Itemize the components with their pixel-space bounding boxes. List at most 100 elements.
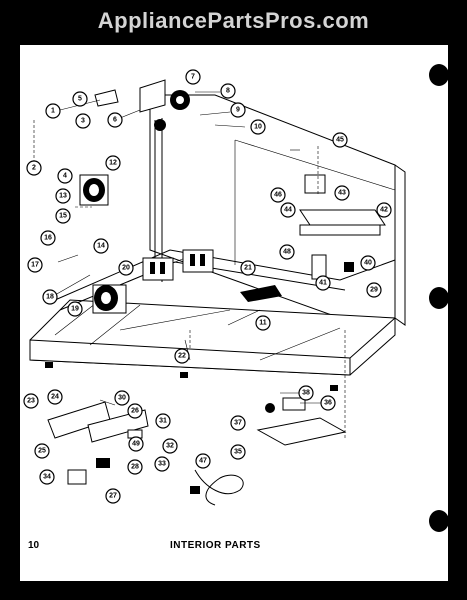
svg-text:23: 23: [27, 398, 35, 405]
relay-block: [142, 249, 214, 281]
svg-text:24: 24: [51, 394, 59, 401]
svg-text:19: 19: [71, 306, 79, 313]
callout-2: 2: [26, 160, 42, 176]
svg-text:18: 18: [46, 294, 54, 301]
svg-text:46: 46: [274, 192, 282, 199]
svg-text:11: 11: [259, 320, 267, 327]
svg-text:8: 8: [226, 88, 230, 95]
svg-text:14: 14: [97, 243, 105, 250]
callout-47: 47: [195, 453, 211, 469]
svg-text:29: 29: [370, 287, 378, 294]
binder-hole-top: [429, 64, 449, 86]
page-caption: INTERIOR PARTS: [170, 540, 261, 551]
callout-32: 32: [162, 438, 178, 454]
callout-12: 12: [105, 155, 121, 171]
svg-text:1: 1: [51, 108, 55, 115]
callout-36: 36: [320, 395, 336, 411]
callout-1: 1: [45, 103, 61, 119]
callout-6: 6: [107, 112, 123, 128]
callout-20: 20: [118, 260, 134, 276]
motor-assembly-upper: [79, 174, 109, 206]
svg-text:16: 16: [44, 235, 52, 242]
svg-text:35: 35: [234, 449, 242, 456]
callout-7: 7: [185, 69, 201, 85]
power-cord: [190, 469, 244, 506]
callout-26: 26: [127, 403, 143, 419]
callout-35: 35: [230, 444, 246, 460]
callout-29: 29: [366, 282, 382, 298]
svg-text:7: 7: [191, 74, 195, 81]
watermark: AppliancePartsPros.com: [97, 8, 370, 33]
svg-text:12: 12: [109, 160, 117, 167]
callout-33: 33: [154, 456, 170, 472]
callout-24: 24: [47, 389, 63, 405]
motor-assembly-lower: [92, 284, 127, 314]
svg-text:44: 44: [284, 207, 292, 214]
svg-text:40: 40: [364, 260, 372, 267]
callout-23: 23: [23, 393, 39, 409]
svg-text:49: 49: [132, 441, 140, 448]
callout-11: 11: [255, 315, 271, 331]
callout-44: 44: [280, 202, 296, 218]
callout-8: 8: [220, 83, 236, 99]
callout-21: 21: [240, 260, 256, 276]
svg-text:4: 4: [63, 173, 67, 180]
svg-text:32: 32: [166, 443, 174, 450]
svg-text:37: 37: [234, 420, 242, 427]
callout-28: 28: [127, 459, 143, 475]
svg-text:43: 43: [338, 190, 346, 197]
svg-text:28: 28: [131, 464, 139, 471]
svg-text:27: 27: [109, 493, 117, 500]
callout-13: 13: [55, 188, 71, 204]
callout-27: 27: [105, 488, 121, 504]
svg-text:48: 48: [283, 249, 291, 256]
callout-30: 30: [114, 390, 130, 406]
callout-3: 3: [75, 113, 91, 129]
callout-42: 42: [376, 202, 392, 218]
callout-22: 22: [174, 348, 190, 364]
svg-text:36: 36: [324, 400, 332, 407]
callout-17: 17: [27, 257, 43, 273]
svg-text:25: 25: [38, 448, 46, 455]
svg-text:2: 2: [32, 165, 36, 172]
callout-19: 19: [67, 301, 83, 317]
page-number: 10: [28, 540, 40, 551]
heater-grille: [240, 285, 282, 302]
svg-text:10: 10: [254, 124, 262, 131]
svg-text:26: 26: [131, 408, 139, 415]
svg-text:47: 47: [199, 458, 207, 465]
callout-46: 46: [270, 187, 286, 203]
callout-9: 9: [230, 102, 246, 118]
callout-15: 15: [55, 208, 71, 224]
binder-hole-bottom: [429, 510, 449, 532]
callout-34: 34: [39, 469, 55, 485]
svg-text:42: 42: [380, 207, 388, 214]
svg-text:6: 6: [113, 117, 117, 124]
callout-48: 48: [279, 244, 295, 260]
callout-5: 5: [72, 91, 88, 107]
callout-49: 49: [128, 436, 144, 452]
svg-text:15: 15: [59, 213, 67, 220]
svg-text:5: 5: [78, 96, 82, 103]
svg-text:33: 33: [158, 461, 166, 468]
svg-text:20: 20: [122, 265, 130, 272]
svg-text:9: 9: [236, 107, 240, 114]
right-bracket-assembly: [299, 174, 386, 280]
drive-belt: [154, 118, 166, 282]
base-pan: [29, 299, 396, 391]
svg-text:38: 38: [302, 390, 310, 397]
callout-40: 40: [360, 255, 376, 271]
svg-text:22: 22: [178, 353, 186, 360]
svg-text:45: 45: [336, 137, 344, 144]
callout-4: 4: [57, 168, 73, 184]
callout-14: 14: [93, 238, 109, 254]
svg-text:30: 30: [118, 395, 126, 402]
callout-16: 16: [40, 230, 56, 246]
leader-lines: [33, 91, 346, 440]
callout-37: 37: [230, 415, 246, 431]
svg-text:17: 17: [31, 262, 39, 269]
callout-38: 38: [298, 385, 314, 401]
callout-43: 43: [334, 185, 350, 201]
